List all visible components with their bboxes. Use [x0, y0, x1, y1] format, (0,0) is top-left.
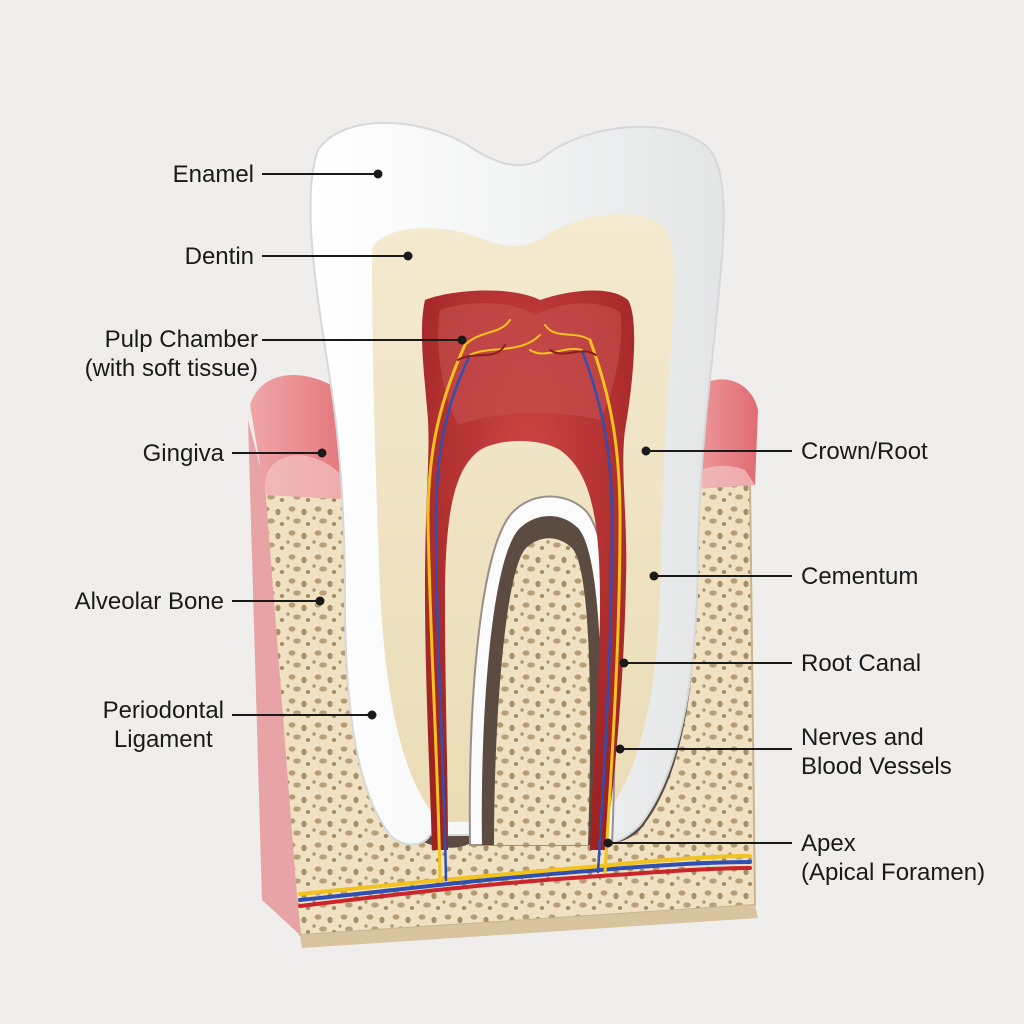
label-root-canal-line1: Root Canal: [801, 650, 922, 677]
cementum-shape: [468, 495, 616, 846]
label-periodontal-ligament: Periodontal Ligament: [103, 696, 224, 754]
label-cementum-line1: Cementum: [801, 563, 919, 590]
label-pulp-chamber: Pulp Chamber (with soft tissue): [85, 325, 258, 383]
label-alveolar-bone: Alveolar Bone: [75, 587, 224, 616]
label-apex-line1: Apex: [801, 830, 856, 857]
label-apex-line2: (Apical Foramen): [801, 859, 986, 886]
nerves-and-vessels-shape: [298, 319, 752, 908]
label-periodontal-ligament-line1: Periodontal: [102, 697, 224, 724]
label-apex: Apex (Apical Foramen): [801, 829, 985, 887]
label-enamel: Enamel: [173, 160, 254, 189]
label-pulp-chamber-line1: Pulp Chamber: [104, 326, 258, 353]
label-crown-root-line1: Crown/Root: [801, 438, 928, 465]
label-crown-root: Crown/Root: [801, 437, 928, 466]
leader-lines: [232, 169, 792, 848]
label-root-canal: Root Canal: [801, 649, 921, 678]
label-cementum: Cementum: [801, 562, 918, 591]
label-nerves-and-vessels: Nerves and Blood Vessels: [801, 723, 952, 781]
label-dentin: Dentin: [185, 242, 254, 271]
label-gingiva: Gingiva: [143, 439, 224, 468]
label-periodontal-ligament-line2: Ligament: [113, 726, 213, 753]
label-alveolar-bone-line1: Alveolar Bone: [74, 588, 224, 615]
label-dentin-line1: Dentin: [184, 243, 254, 270]
label-enamel-line1: Enamel: [172, 161, 254, 188]
label-pulp-chamber-line2: (with soft tissue): [84, 355, 258, 382]
label-nerves-and-vessels-line1: Nerves and: [801, 724, 924, 751]
label-gingiva-line1: Gingiva: [142, 440, 224, 467]
label-nerves-and-vessels-line2: Blood Vessels: [801, 753, 952, 780]
